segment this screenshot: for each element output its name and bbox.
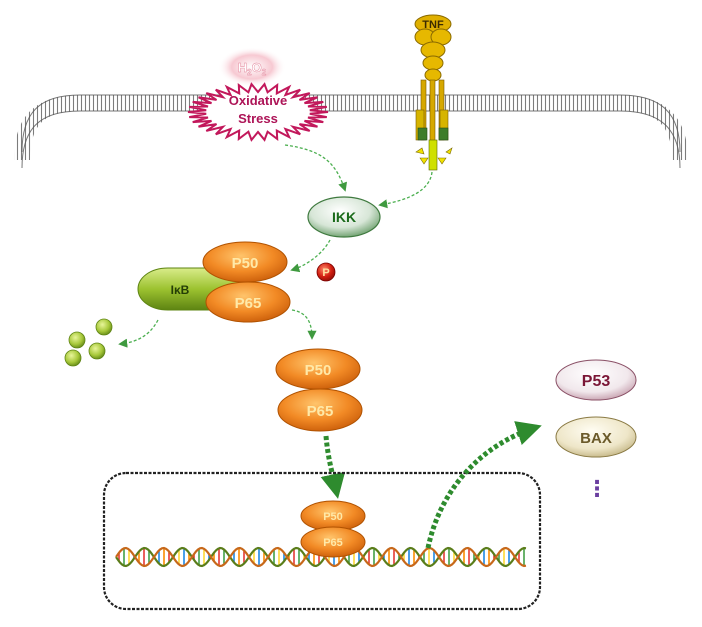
more-targets-ellipsis: ⋮	[586, 476, 608, 501]
oxidative-label: Oxidative	[229, 93, 288, 108]
p65-complex-label: P65	[235, 295, 262, 312]
arrow-nuclear-translocation	[320, 435, 346, 499]
p50-nuclear-label: P50	[323, 511, 343, 523]
ikb-label: IκB	[171, 283, 190, 297]
p65-nuclear	[300, 526, 366, 558]
arrow-stress-to-ikk	[284, 144, 348, 192]
p53-node	[555, 359, 637, 401]
tnf-receptor: TNF	[414, 14, 453, 171]
p53-label: P53	[582, 373, 611, 390]
arrow-tnf-to-ikk	[378, 171, 433, 209]
oxidative-stress-burst: Oxidative Stress	[187, 82, 329, 142]
cell-membrane	[14, 94, 688, 169]
p65-complex	[205, 281, 291, 323]
nucleus-boundary	[102, 471, 542, 611]
p65-nuclear-label: P65	[323, 537, 343, 549]
arrow-gene-expression	[425, 421, 542, 549]
dna-helix	[115, 546, 527, 568]
stress-label: Stress	[238, 111, 278, 126]
ikk-label: IKK	[332, 209, 356, 225]
arrow-ikb-degradation	[118, 319, 159, 348]
p50-free-label: P50	[305, 362, 332, 379]
p50-complex-label: P50	[232, 255, 259, 272]
bax-label: BAX	[580, 430, 612, 447]
phosphate-circle	[316, 262, 336, 282]
h2o2-label: H2O2	[238, 60, 267, 77]
bax-node	[555, 416, 637, 458]
ikk-node	[307, 196, 381, 238]
tnf-ligand: TNF	[414, 14, 452, 82]
tnf-label: TNF	[422, 19, 444, 31]
arrow-ikk-to-complex	[290, 239, 331, 273]
degraded-ikb-beads	[64, 318, 113, 367]
ikb-p50-p65-complex: IκB P50 P65	[137, 241, 291, 323]
phosphate-label: P	[322, 267, 329, 279]
p65-free	[277, 388, 363, 432]
p65-free-label: P65	[307, 403, 334, 420]
h2o2-glow	[218, 47, 286, 87]
arrow-release	[291, 309, 317, 340]
